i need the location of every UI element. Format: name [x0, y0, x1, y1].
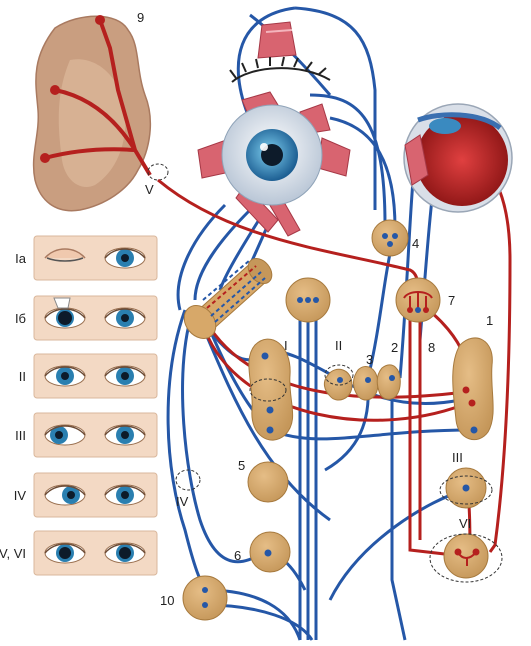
nucleus-III — [445, 467, 487, 509]
nucleus-10 — [182, 575, 228, 621]
label-4: 4 — [412, 236, 419, 251]
panel-pupil — [121, 314, 129, 322]
nucleus-I — [248, 338, 294, 441]
cortex-cell-bottom — [40, 153, 50, 163]
panel-pupil — [61, 372, 69, 380]
gaze-panel-3: II — [19, 353, 158, 399]
label-roman-II: II — [335, 338, 342, 353]
label-roman-VI: VI — [459, 516, 471, 531]
nucleus-1 — [452, 337, 494, 441]
lesion-marker-II — [324, 364, 354, 386]
label-1: 1 — [486, 313, 493, 328]
panel-pupil — [121, 431, 129, 439]
nucleus-5 — [247, 461, 289, 503]
nucleus-7 — [395, 277, 441, 323]
panel-label: V, VI — [0, 546, 26, 561]
lid-retractor-icon — [53, 297, 71, 309]
eyelashes — [229, 56, 331, 83]
nucleus-3 — [353, 366, 379, 401]
closed-eyelid — [44, 248, 86, 259]
panel-pupil — [121, 491, 129, 499]
gaze-panel-5: IV — [14, 472, 158, 518]
eyeball-front-view — [197, 91, 351, 237]
label-roman-IV: IV — [176, 494, 189, 509]
panel-pupil — [67, 491, 75, 499]
gaze-panel-1: Ia — [15, 235, 158, 281]
lesion-marker-V — [147, 163, 169, 181]
panel-pupil — [121, 372, 129, 380]
lesion-marker-IV — [175, 469, 201, 491]
panel-background — [33, 472, 158, 518]
eyeball-side-view — [403, 103, 513, 213]
label-3: 3 — [366, 352, 373, 367]
panel-label: Iб — [15, 311, 26, 326]
label-roman-I: I — [284, 338, 288, 353]
panel-pupil — [59, 547, 71, 559]
gaze-panel-2: Iб — [15, 295, 158, 341]
panel-pupil — [119, 547, 131, 559]
nucleus-unlabeled-center — [285, 277, 331, 323]
nucleus-6 — [249, 531, 291, 573]
panel-background — [33, 412, 158, 458]
cortex-cell-middle — [50, 85, 60, 95]
panel-background — [33, 235, 158, 281]
label-roman-III: III — [452, 450, 463, 465]
panel-pupil — [55, 431, 63, 439]
nucleus-2 — [376, 364, 401, 400]
nucleus-4 — [371, 219, 409, 257]
label-8: 8 — [428, 340, 435, 355]
label-6: 6 — [234, 548, 241, 563]
label-10: 10 — [160, 593, 174, 608]
panel-background — [33, 353, 158, 399]
gaze-panel-4: III — [15, 412, 158, 458]
cerebral-cortex-area-9 — [32, 15, 152, 212]
panel-label: II — [19, 369, 26, 384]
panel-label: IV — [14, 488, 27, 503]
panel-label: Ia — [15, 251, 27, 266]
lesion-marker-I — [249, 378, 287, 402]
panel-background — [33, 530, 158, 576]
panel-pupil — [58, 311, 72, 325]
levator-muscle — [257, 21, 297, 59]
cortex-cell-top — [95, 15, 105, 25]
gaze-panel-6: V, VI — [0, 530, 158, 576]
label-2: 2 — [391, 340, 398, 355]
label-9: 9 — [137, 10, 144, 25]
nucleus-II — [323, 368, 353, 401]
label-roman-V: V — [145, 182, 154, 197]
nucleus-VI — [443, 533, 489, 579]
panel-pupil — [121, 254, 129, 262]
lesion-marker-III — [439, 475, 493, 505]
lesion-marker-VI — [429, 533, 503, 583]
label-5: 5 — [238, 458, 245, 473]
medial-longitudinal-bundle — [183, 257, 273, 339]
label-7: 7 — [448, 293, 455, 308]
panel-label: III — [15, 428, 26, 443]
